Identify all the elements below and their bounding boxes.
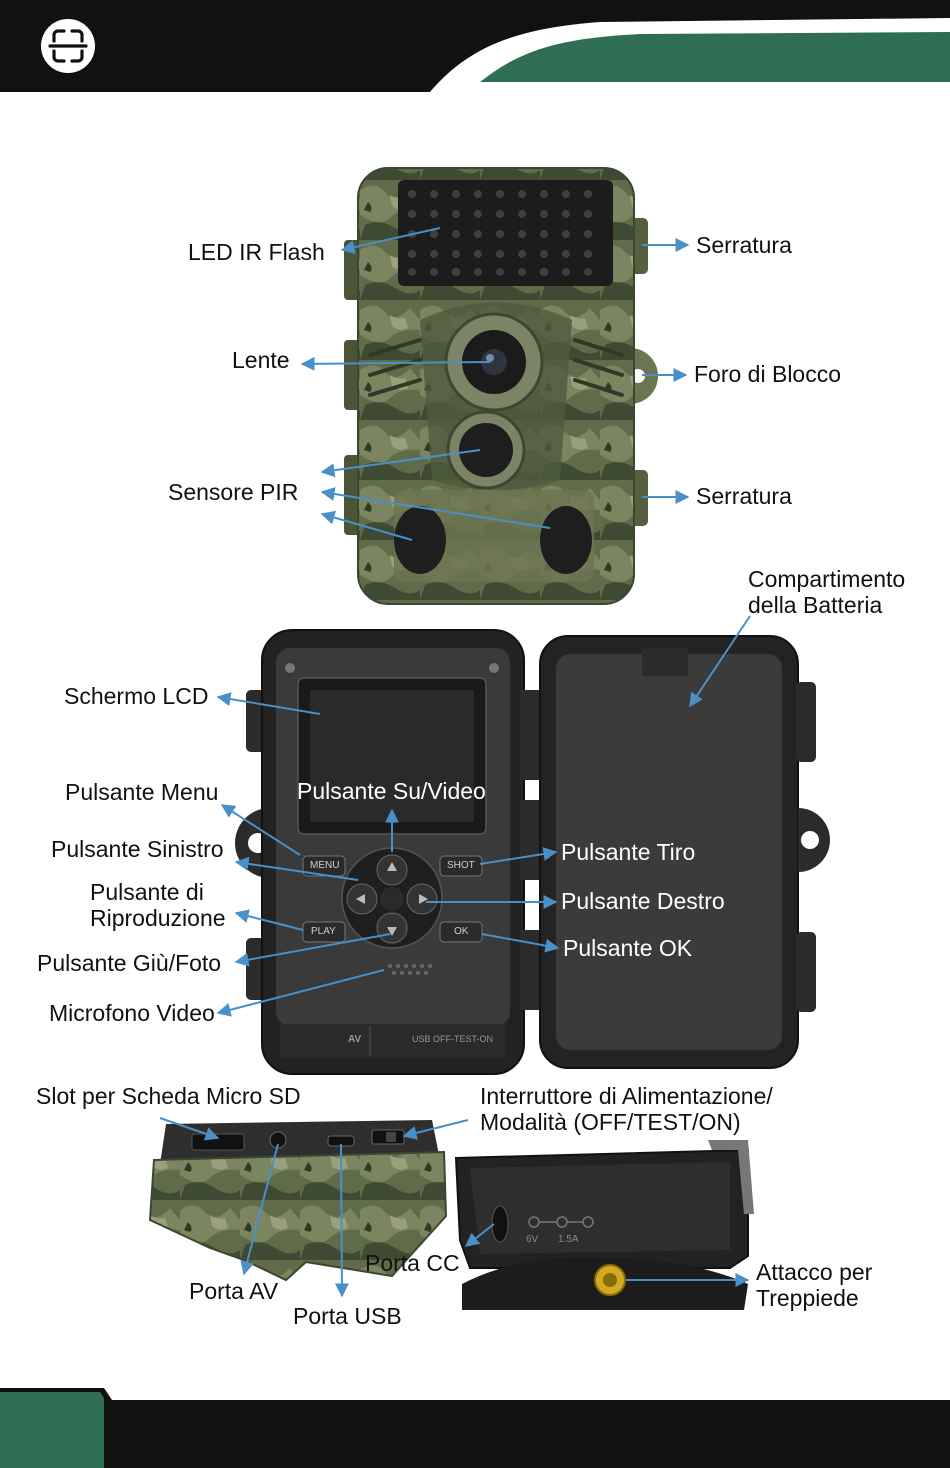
- label-porta-cc: Porta CC: [365, 1250, 460, 1276]
- label-foro-di-blocco: Foro di Blocco: [694, 361, 842, 387]
- button-play-caption: PLAY: [311, 926, 336, 937]
- label-compartimento-line2: della Batteria: [748, 592, 883, 618]
- dc-current: 1.5A: [558, 1234, 579, 1245]
- footer-bar: [0, 1388, 950, 1468]
- label-pulsante-menu: Pulsante Menu: [65, 779, 219, 805]
- label-interruttore-line1: Interruttore di Alimentazione/: [480, 1083, 773, 1109]
- dc-voltage: 6V: [526, 1234, 539, 1245]
- label-schermo-lcd: Schermo LCD: [64, 683, 209, 709]
- port-usb-switch-caption: USB OFF-TEST-ON: [412, 1034, 493, 1044]
- label-porta-av: Porta AV: [189, 1278, 279, 1304]
- label-pulsante-giu-foto: Pulsante Giù/Foto: [37, 950, 222, 976]
- label-attacco-line1: Attacco per: [756, 1259, 873, 1285]
- label-led-ir-flash: LED IR Flash: [188, 239, 325, 265]
- button-ok-caption: OK: [454, 926, 469, 937]
- header-bar: [0, 0, 950, 92]
- camera-open-view: [235, 629, 831, 1075]
- button-shot-caption: SHOT: [447, 860, 475, 871]
- open-view-arrows: [216, 615, 751, 1017]
- label-porta-usb: Porta USB: [293, 1303, 402, 1329]
- camera-bottom-view: [148, 1120, 754, 1310]
- panel-buttons: [302, 855, 483, 943]
- label-pulsante-tiro: Pulsante Tiro: [561, 839, 696, 865]
- label-pulsante-destro: Pulsante Destro: [561, 888, 725, 914]
- port-av-caption: AV: [348, 1034, 362, 1045]
- label-pulsante-su-video: Pulsante Su/Video: [297, 778, 486, 804]
- label-interruttore-line2: Modalità (OFF/TEST/ON): [480, 1109, 741, 1135]
- label-microfono-video: Microfono Video: [49, 1000, 215, 1026]
- label-serratura-top: Serratura: [696, 232, 792, 258]
- label-sensore-pir: Sensore PIR: [168, 479, 299, 505]
- button-menu-caption: MENU: [310, 860, 340, 871]
- label-serratura-bottom: Serratura: [696, 483, 792, 509]
- label-pulsante-riproduzione-line1: Pulsante di: [90, 879, 204, 905]
- scan-icon: [41, 19, 95, 73]
- label-slot-micro-sd: Slot per Scheda Micro SD: [36, 1083, 301, 1109]
- label-pulsante-sinistro: Pulsante Sinistro: [51, 836, 224, 862]
- label-attacco-line2: Treppiede: [756, 1285, 859, 1311]
- camera-front-view: [344, 167, 658, 605]
- label-lente: Lente: [232, 347, 290, 373]
- ir-led-panel: [398, 180, 613, 286]
- bottom-view-arrows: [159, 1117, 750, 1298]
- top-view-arrows: [300, 227, 690, 541]
- label-pulsante-riproduzione-line2: Riproduzione: [90, 905, 226, 931]
- label-pulsante-ok: Pulsante OK: [563, 935, 693, 961]
- label-compartimento-line1: Compartimento: [748, 566, 906, 592]
